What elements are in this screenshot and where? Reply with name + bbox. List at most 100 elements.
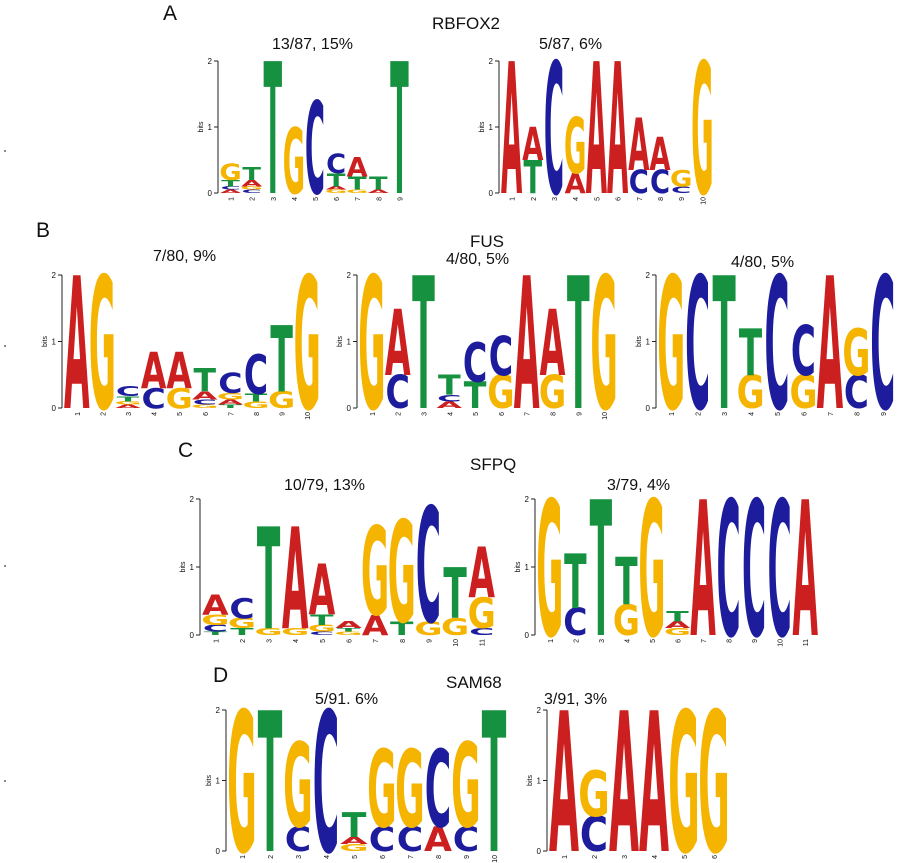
margin-mark [4, 780, 6, 782]
logo-letter-a: A [340, 835, 369, 846]
y-axis-label: bits [527, 775, 534, 786]
position-label: 2 [696, 412, 703, 416]
logo-letter-a: A [309, 550, 336, 631]
position-label: 9 [679, 197, 686, 201]
panel-letter-a: A [163, 2, 178, 25]
logo-letter-g: G [638, 462, 665, 679]
logo-letter-c: C [326, 149, 346, 180]
y-tick-label: 2 [216, 706, 221, 715]
position-label: 2 [592, 855, 599, 859]
logo-letter-c: C [305, 75, 325, 223]
logo-letter-t: T [242, 164, 261, 184]
y-tick-label: 2 [489, 57, 494, 66]
logo-letter-t: T [310, 613, 334, 629]
logo-letter-a: A [607, 27, 628, 237]
logo-letter-a: A [522, 118, 543, 171]
logo-letter-g: G [201, 613, 229, 629]
logo-frequency-label: 3/91, 3% [544, 691, 608, 708]
logo-letter-a: A [609, 672, 639, 863]
logo-letter-c: C [285, 821, 312, 860]
position-label: 6 [499, 412, 506, 416]
y-axis-label: bits [337, 336, 344, 347]
y-tick-label: 1 [190, 563, 195, 572]
logo-letter-t: T [739, 317, 762, 391]
position-label: 6 [334, 197, 341, 201]
logo-letter-a: A [792, 462, 817, 679]
logo-letter-a: A [665, 620, 691, 631]
logo-letter-t: T [390, 617, 414, 639]
y-tick-label: 0 [216, 847, 221, 856]
logo-letter-a: A [141, 343, 167, 401]
position-label: 9 [752, 639, 759, 643]
logo-letter-g: G [268, 387, 295, 414]
protein-label-sam68: SAM68 [446, 673, 502, 692]
logo-letter-a: A [335, 620, 362, 631]
logo-letter-a: A [586, 27, 607, 237]
logo-letter-a: A [501, 27, 522, 237]
logo-letter-g: G [737, 367, 765, 419]
logo-letter-g: G [217, 391, 244, 402]
logo-letter-t: T [369, 174, 388, 194]
logo-letter-c: C [221, 186, 241, 191]
y-axis-label: bits [42, 336, 49, 347]
position-label: 1 [75, 412, 82, 416]
logo-letter-c: C [580, 807, 608, 863]
logo-letter-g: G [564, 101, 586, 192]
position-label: 1 [510, 197, 517, 201]
logo-letter-t: T [337, 627, 361, 633]
logo-letter-g: G [281, 626, 309, 637]
y-tick-label: 2 [52, 271, 57, 280]
logo-letter-g: G [691, 27, 713, 237]
y-tick-label: 1 [347, 338, 352, 347]
protein-label-fus: FUS [470, 232, 504, 251]
position-label: 5 [352, 855, 359, 859]
position-label: 1 [240, 855, 247, 859]
logo-letter-t: T [564, 539, 586, 626]
logo-letter-c: C [244, 343, 268, 407]
y-tick-label: 0 [347, 404, 352, 413]
logo-letter-t: T [390, 27, 409, 237]
position-label: 7 [828, 412, 835, 416]
logo-letter-c: C [453, 821, 480, 860]
position-label: 8 [400, 639, 407, 643]
position-label: 3 [296, 855, 303, 859]
logo-letter-c: C [218, 368, 242, 400]
y-tick-label: 0 [208, 189, 213, 198]
logo-letter-c: C [369, 821, 396, 860]
position-label: 4 [152, 412, 159, 416]
logo-letter-t: T [245, 391, 268, 404]
logo-letter-a: A [436, 399, 462, 410]
logo-letter-a: A [639, 672, 669, 863]
position-label: 8 [727, 639, 734, 643]
position-label: 3 [552, 197, 559, 201]
position-label: 9 [576, 412, 583, 416]
logo-letter-t: T [219, 404, 242, 409]
logo-letter-g: G [339, 842, 369, 853]
y-tick-label: 1 [216, 777, 221, 786]
logo-letter-c: C [437, 393, 461, 404]
logo-letter-a: A [64, 238, 90, 451]
logo-letter-g: G [346, 189, 368, 194]
position-label: 8 [254, 412, 261, 416]
y-tick-label: 1 [489, 123, 494, 132]
panel-letter-c: C [178, 439, 194, 462]
position-label: 2 [396, 412, 403, 416]
y-tick-label: 0 [190, 631, 195, 640]
logo-letter-c: C [650, 164, 670, 200]
position-label: 10 [492, 855, 499, 863]
logo-letter-c: C [717, 462, 741, 679]
logo-letter-g: G [166, 384, 193, 416]
y-tick-label: 2 [208, 57, 213, 66]
logo-letter-c: C [309, 631, 334, 637]
logo-letter-a: A [540, 291, 566, 397]
logo-frequency-label: 4/80, 5% [731, 254, 795, 271]
position-label: 9 [881, 412, 888, 416]
logo-letter-g: G [254, 626, 282, 637]
logo-frequency-label: 4/80, 5% [446, 251, 510, 268]
position-label: 5 [473, 412, 480, 416]
